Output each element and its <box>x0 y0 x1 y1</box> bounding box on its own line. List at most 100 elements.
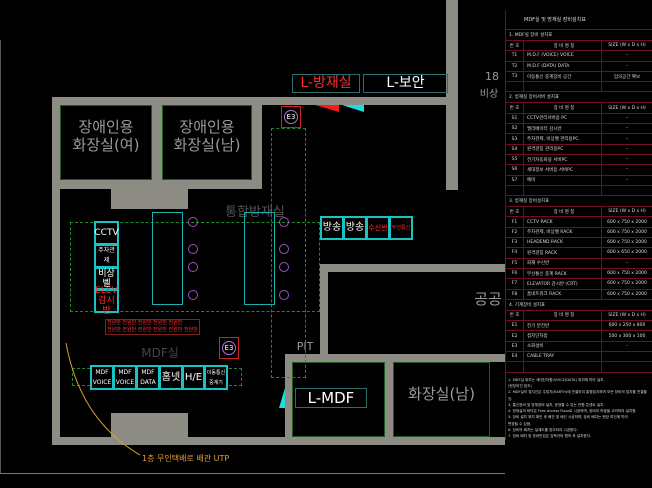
note-line: 5. 장비 설치 위치 확인 후 배관 및 배선 시공하며, 장비 배치는 현장… <box>508 415 628 420</box>
table-cell: 번 호 <box>506 103 524 113</box>
equipment-broadcast[interactable]: 방송 <box>343 216 367 240</box>
note-line: 7. 장비 배치 및 장비반입은 감독자와 협의 후 설치한다. <box>508 434 592 439</box>
table-cell: 번 호 <box>506 310 524 321</box>
section-title: 4. 기계장비 설치표 <box>506 300 652 311</box>
label-disaster-room: L-방재실 <box>292 74 360 93</box>
table-cell <box>524 362 602 372</box>
table-cell: 600 x 750 x 2000 <box>607 240 647 246</box>
table-cell: 원격검침 관리용PC <box>524 144 602 154</box>
table-cell: T3 <box>506 71 524 82</box>
equipment-fire-receiver[interactable]: 수신반 <box>366 216 390 240</box>
toilet-room <box>162 105 252 180</box>
section-title: 2. 방재실 장비서버 설치표 <box>506 92 652 104</box>
table-cell: 장 비 명 칭 <box>524 41 602 51</box>
table-cell: 원격검침 RACK <box>524 248 602 258</box>
table-cell: F8 <box>506 289 524 299</box>
wall <box>320 264 328 359</box>
door-marker-cyan <box>342 105 364 112</box>
equipment-wireless[interactable]: 무선통신 <box>389 216 413 240</box>
conduit-leader-line <box>65 342 141 456</box>
table-cell <box>524 185 602 196</box>
pc-marker <box>188 290 198 300</box>
wall <box>385 360 393 438</box>
table-cell: F3 <box>506 238 524 248</box>
table-cell: 600 x 650 x 2000 <box>607 250 647 256</box>
table-cell <box>524 82 602 92</box>
equipment-mobile-repeater[interactable]: 이동통신 중계기 <box>204 365 228 390</box>
table-cell: 접지단자함 <box>524 331 602 341</box>
pc-marker <box>279 217 289 227</box>
note-line: 1. MDF실 위치는 세대단자함(VOICE/DATA) 위치에 따라 설치. <box>508 377 605 382</box>
wall <box>320 264 505 272</box>
wall <box>111 413 188 438</box>
table-cell: 장 비 명 칭 <box>524 207 602 217</box>
table-cell: 전기 분전반 <box>524 321 602 331</box>
equipment-mdf-voice[interactable]: MDF VOICE <box>113 365 137 390</box>
table-cell: M.D.F (DATA) DATA <box>524 61 602 71</box>
table-cell: – <box>625 177 629 183</box>
table-cell: – <box>625 260 629 266</box>
wall <box>446 0 458 190</box>
wall <box>285 354 505 362</box>
power-panels: 전원반 전원반 전원반 전원반 전원반 전원반 전원반 전원반 전원반 전원반 … <box>105 319 200 335</box>
label-security: L-보안 <box>363 74 448 93</box>
table-cell <box>506 185 524 196</box>
table-cell: – <box>625 157 629 163</box>
table-cell: 600 x 750 x 2000 <box>607 229 647 235</box>
table-cell: T1 <box>506 51 524 61</box>
table-cell: 600 x 250 x 800 <box>608 323 646 329</box>
table-cell: S4 <box>506 144 524 154</box>
table-cell: 홈네트워크 RACK <box>524 289 602 299</box>
section-title: 3. 방재실 장비설치표 <box>506 196 652 208</box>
table-cell: 예비 <box>524 175 602 185</box>
table-cell: 600 x 750 x 2000 <box>607 219 647 225</box>
room-label-emergency: 비상 <box>479 89 499 100</box>
table-cell: 소화설비 <box>524 341 602 352</box>
table-cell: 주차관제, 비상벨 RACK <box>524 227 602 238</box>
table-cell: 번 호 <box>506 41 524 51</box>
table-cell: – <box>625 126 629 132</box>
table-cell: S7 <box>506 175 524 185</box>
equipment-parking[interactable]: 주차관제 <box>94 244 119 268</box>
room-label-mdf: MDF실 <box>141 346 179 360</box>
table-row <box>506 185 652 197</box>
table-cell: SIZE (W x D x H) <box>608 209 646 215</box>
pc-marker <box>188 244 198 254</box>
panel-title: MDF실 및 방재실 장비설치표 <box>506 10 652 30</box>
table-cell: S3 <box>506 134 524 144</box>
table-cell: SIZE (W x D x H) <box>608 312 646 318</box>
table-cell: T2 <box>506 61 524 71</box>
note-line: 2. MDF실의 접지선은 주접지(EARTH)에 연결하여 통합접지하며 모든… <box>508 390 647 401</box>
table-cell: – <box>625 115 629 121</box>
pc-marker <box>279 262 289 272</box>
table-row <box>506 362 652 373</box>
table-cell: F6 <box>506 268 524 279</box>
equipment-mdf-voice[interactable]: MDF VOICE <box>90 365 114 390</box>
pit-label: PIT <box>296 340 314 353</box>
room-label-line: 장애인용 <box>78 118 134 136</box>
wall <box>152 105 162 183</box>
table-cell: 세대정보 서버용 서버PC <box>524 165 602 175</box>
equipment-elev-monitor[interactable]: ELEV 감시반 <box>94 286 119 316</box>
table-cell: – <box>625 167 629 173</box>
label-mdf: L-MDF <box>295 388 367 408</box>
table-cell: E2 <box>506 331 524 341</box>
wall <box>52 437 505 445</box>
room-label-line: 장애인용 <box>179 118 235 136</box>
table-cell: S5 <box>506 154 524 165</box>
wall <box>52 97 60 445</box>
divider-line <box>0 40 1 473</box>
note-line: 3. 통신장비 및 방재장비 설치, 운영할 수 있는 전원 콘센트 설치. <box>508 402 605 407</box>
